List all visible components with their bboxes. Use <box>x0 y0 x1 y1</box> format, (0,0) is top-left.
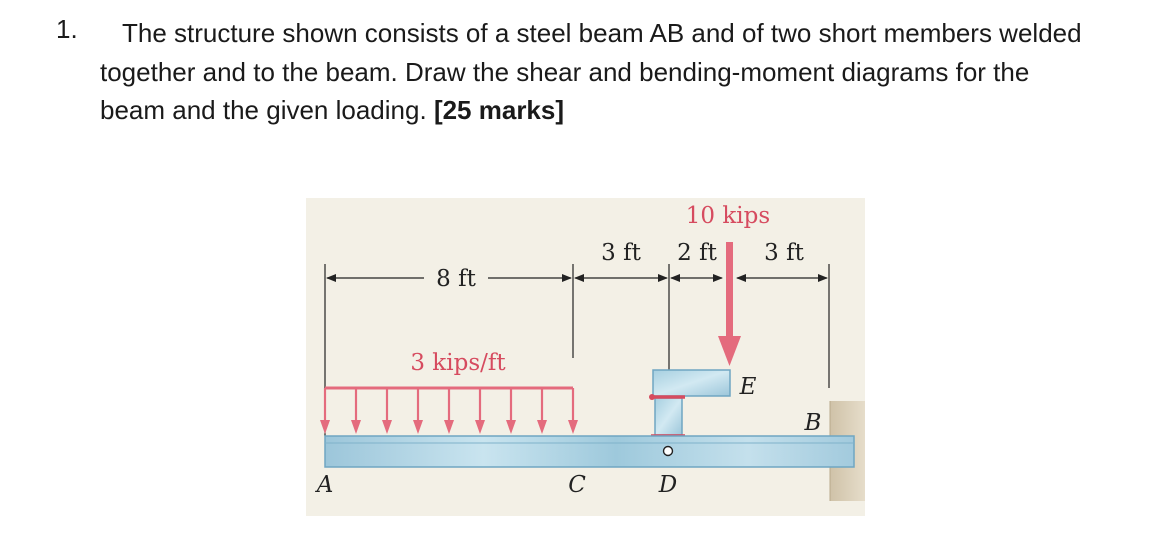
distributed-load-label: 3 kips/ft <box>410 350 506 376</box>
distributed-load-arrowhead <box>382 420 392 434</box>
distributed-load-arrowhead <box>320 420 330 434</box>
point-D-marker <box>662 445 674 457</box>
question-text-block: The structure shown consists of a steel … <box>100 14 1100 130</box>
dim-label-3ft-right: 3 ft <box>764 240 804 266</box>
horizontal-member <box>652 369 731 397</box>
dim-label-8ft: 8 ft <box>436 266 476 292</box>
vertical-member <box>654 397 683 436</box>
point-label-E: E <box>739 374 757 400</box>
beam-AB <box>324 435 855 468</box>
question-text: The structure shown consists of a steel … <box>100 18 1082 125</box>
point-load-arrowhead <box>718 336 741 366</box>
point-label-C: C <box>568 472 586 498</box>
question-number: 1. <box>56 14 78 44</box>
point-label-A: A <box>315 472 334 498</box>
distributed-load-arrowhead <box>413 420 423 434</box>
distributed-load-arrowhead <box>444 420 454 434</box>
point-load-shaft <box>726 242 733 340</box>
beam-figure: 8 ft 3 ft 2 ft 3 ft 10 kips 3 kips/ft A … <box>306 198 865 516</box>
dim-label-3ft-left: 3 ft <box>601 240 641 266</box>
distributed-load-arrowhead <box>506 420 516 434</box>
point-load-label: 10 kips <box>686 203 770 229</box>
distributed-load-arrowhead <box>568 420 578 434</box>
distributed-load-arrowhead <box>537 420 547 434</box>
point-label-D: D <box>658 472 677 498</box>
question-marks: [25 marks] <box>433 95 565 125</box>
distributed-load-arrowhead <box>351 420 361 434</box>
dim-label-2ft: 2 ft <box>677 240 717 266</box>
weld-top-dot <box>649 394 655 400</box>
point-label-B: B <box>804 410 822 436</box>
distributed-load-arrows <box>320 386 578 434</box>
distributed-load-arrowhead <box>475 420 485 434</box>
